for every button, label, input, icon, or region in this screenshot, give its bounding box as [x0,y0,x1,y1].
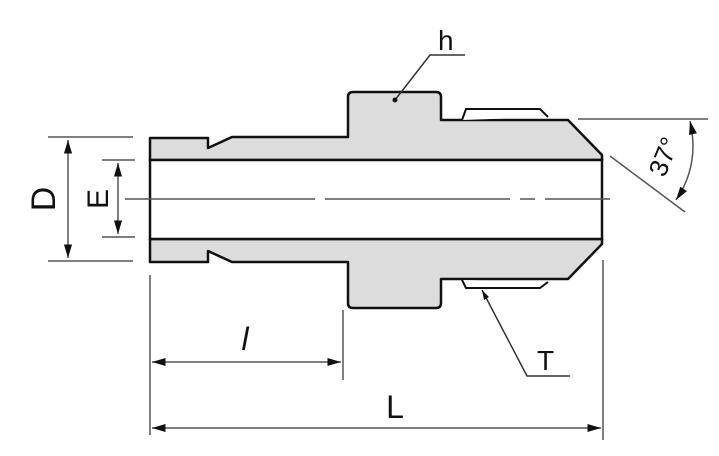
thread-bottom [461,279,549,289]
leader-h [394,54,465,101]
fitting-body-bottom [148,237,604,310]
label-h: h [438,25,454,56]
thread-top [461,108,549,121]
label-T: T [537,345,554,376]
dimension-lines-length [149,260,604,440]
label-l: l [241,321,249,357]
label-E: E [82,189,115,209]
label-L: L [386,389,404,425]
angle-dimension [578,118,708,213]
leader-T [481,289,570,377]
label-angle: 37° [642,133,685,181]
leader-T-arrow [482,290,489,300]
leader-h-dot [392,97,398,103]
label-D: D [25,187,63,212]
dimension-lines-diameter [48,136,135,262]
fitting-body-top [148,90,604,162]
